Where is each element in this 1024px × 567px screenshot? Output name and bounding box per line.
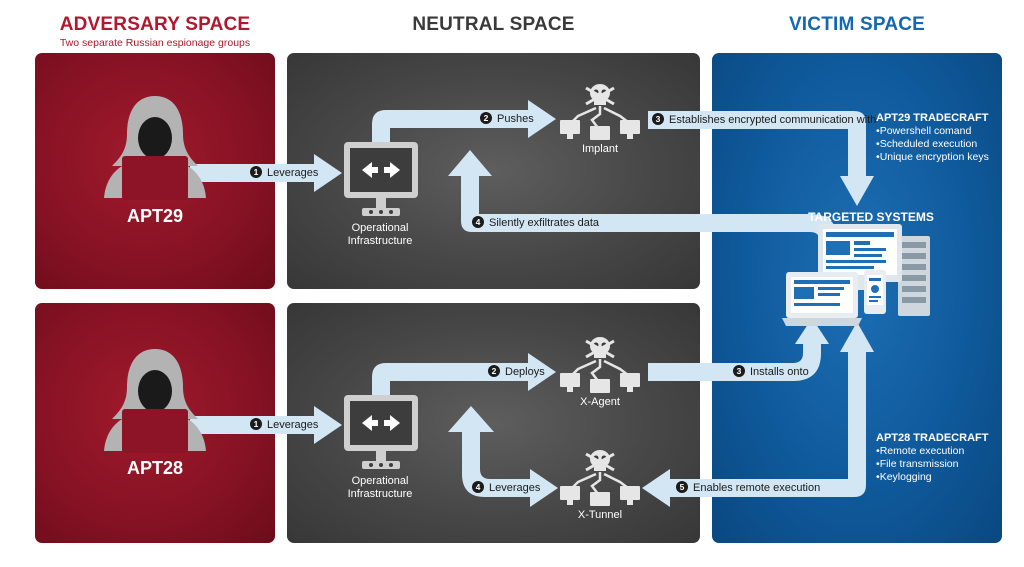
targeted-systems-title: TARGETED SYSTEMS	[808, 210, 934, 224]
list-item: Keylogging	[876, 471, 1001, 484]
list-item: Remote execution	[876, 445, 1001, 458]
apt29-tradecraft-list: Powershell comand Scheduled execution Un…	[876, 125, 1001, 164]
xtunnel-label: X-Tunnel	[577, 509, 623, 521]
apt28-tradecraft-title: APT28 TRADECRAFT	[876, 432, 989, 444]
apt29-tradecraft: APT29 TRADECRAFT Powershell comand Sched…	[876, 112, 1001, 164]
apt29-label: APT29	[126, 206, 184, 226]
apt29-tradecraft-title: APT29 TRADECRAFT	[876, 112, 989, 124]
infra-label-apt28: Operational Infrastructure	[347, 475, 413, 500]
arrow-apt29-establishes	[648, 111, 874, 206]
arrow-apt29-exfiltrates	[448, 150, 838, 266]
hacker-icon	[104, 349, 206, 453]
computer-icon	[344, 395, 418, 469]
apt28-tradecraft: APT28 TRADECRAFT Remote execution File t…	[876, 432, 1001, 484]
devices-icon	[782, 224, 930, 326]
skull-network-icon	[560, 450, 640, 506]
list-item: File transmission	[876, 458, 1001, 471]
infra-label-apt29: Operational Infrastructure	[347, 222, 413, 247]
xagent-label: X-Agent	[580, 396, 620, 408]
adversary-space-header: ADVERSARY SPACE	[59, 14, 251, 35]
list-item: Unique encryption keys	[876, 151, 1001, 164]
hacker-icon	[104, 96, 206, 200]
list-item: Scheduled execution	[876, 138, 1001, 151]
victim-space-header: VICTIM SPACE	[788, 14, 926, 35]
arrow-apt28-tunnel-leverages	[448, 406, 558, 507]
list-item: Powershell comand	[876, 125, 1001, 138]
implant-label: Implant	[581, 143, 619, 155]
skull-network-icon	[560, 337, 640, 393]
arrow-apt28-installs	[648, 318, 829, 381]
neutral-space-header: NEUTRAL SPACE	[412, 14, 575, 35]
computer-icon	[344, 142, 418, 216]
apt28-label: APT28	[126, 458, 184, 478]
apt28-tradecraft-list: Remote execution File transmission Keylo…	[876, 445, 1001, 484]
adversary-space-subtitle: Two separate Russian espionage groups	[59, 37, 251, 49]
skull-network-icon	[560, 84, 640, 140]
arrow-apt28-remote	[642, 322, 874, 507]
